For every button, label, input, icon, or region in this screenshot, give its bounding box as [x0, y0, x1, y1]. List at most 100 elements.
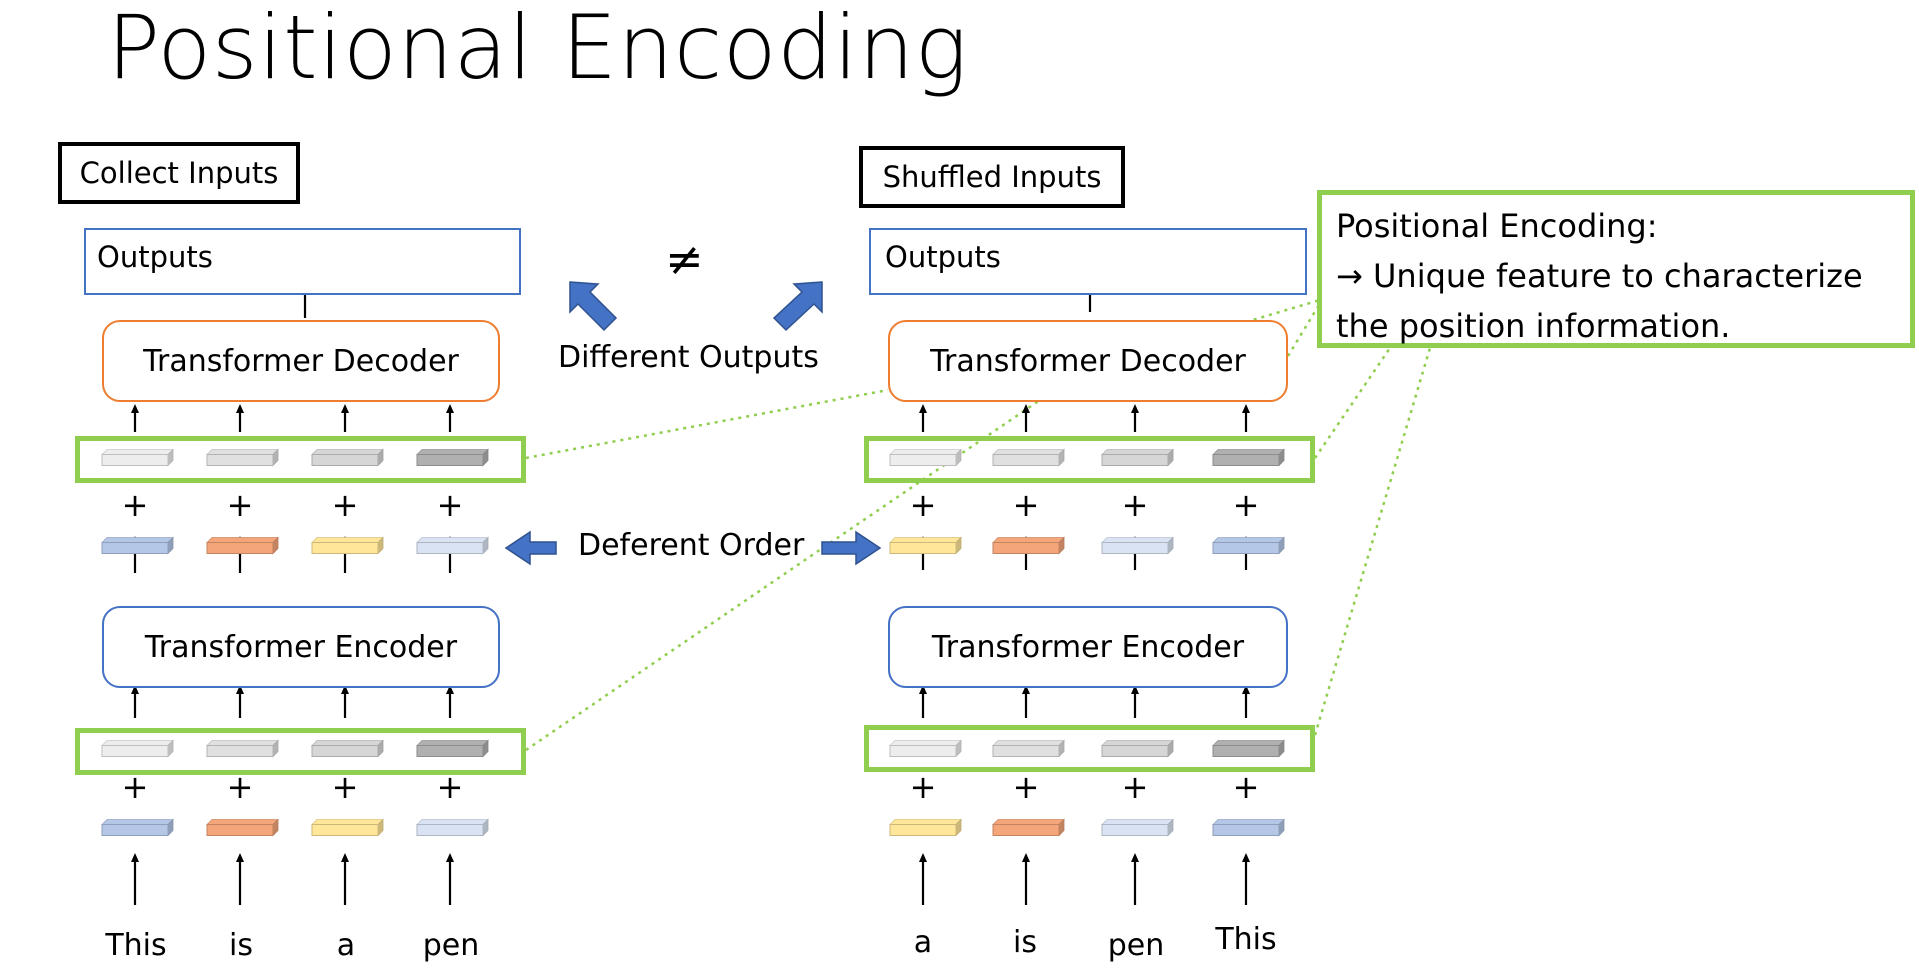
left-encoder-output-2	[206, 542, 274, 554]
note-line-1: Positional Encoding:	[1336, 207, 1658, 245]
right-lower-pos-encoding-2	[992, 745, 1060, 757]
right-encoder-output-1	[889, 542, 957, 554]
left-lower-pos-encoding-2	[206, 745, 274, 757]
right-upper-pos-encoding-3	[1101, 454, 1169, 466]
note-line-3: the position information.	[1336, 307, 1731, 345]
right-lower-pos-encoding-3	[1101, 745, 1169, 757]
right-plus-lower-4: +	[1233, 768, 1260, 806]
positional-encoding-note: Positional Encoding: → Unique feature to…	[1317, 190, 1915, 348]
right-input-embedding-4	[1212, 824, 1280, 836]
right-input-embedding-3-top	[1101, 819, 1174, 825]
different-order-label: Deferent Order	[578, 528, 805, 563]
right-input-embedding-2	[992, 824, 1060, 836]
collect-inputs-label: Collect Inputs	[58, 142, 300, 204]
left-input-embedding-3-top	[311, 819, 384, 825]
note-line-2: → Unique feature to characterize	[1336, 257, 1863, 295]
right-encoder-output-4	[1212, 542, 1280, 554]
right-lower-pos-encoding-4	[1212, 745, 1280, 757]
left-input-embedding-2-top	[206, 819, 279, 825]
right-encoder-output-2	[992, 542, 1060, 554]
left-lower-pos-encoding-4	[416, 745, 484, 757]
right-outputs-box	[869, 228, 1307, 295]
left-input-embedding-1	[101, 824, 169, 836]
outputs-arrow-right	[772, 281, 823, 332]
left-input-embedding-1-top	[101, 819, 174, 825]
left-upper-pos-encoding-3	[311, 454, 379, 466]
right-plus-lower-2: +	[1013, 768, 1040, 806]
left-encoder-output-3-top	[311, 537, 384, 543]
right-input-embedding-3	[1101, 824, 1169, 836]
left-input-embedding-2	[206, 824, 274, 836]
right-plus-upper-3: +	[1122, 486, 1149, 524]
left-lower-positional-box	[75, 728, 526, 775]
not-equal-sign: ≠	[665, 232, 704, 286]
left-upper-positional-box	[75, 436, 526, 483]
left-lower-pos-encoding-1	[101, 745, 169, 757]
right-encoder-output-3	[1101, 542, 1169, 554]
right-transformer-encoder: Transformer Encoder	[888, 606, 1288, 688]
right-upper-pos-encoding-1	[889, 454, 957, 466]
right-plus-lower-3: +	[1122, 768, 1149, 806]
right-upper-pos-encoding-2	[992, 454, 1060, 466]
order-arrow-left	[504, 530, 557, 566]
connector-right-decoder	[1245, 298, 1321, 324]
right-input-embedding-2-top	[992, 819, 1065, 825]
right-input-embedding-1-top	[889, 819, 962, 825]
left-input-embedding-4	[416, 824, 484, 836]
left-upper-pos-encoding-1	[101, 454, 169, 466]
right-upper-pos-encoding-4	[1212, 454, 1280, 466]
left-plus-upper-4: +	[437, 486, 464, 524]
right-word-2: is	[1013, 925, 1037, 960]
left-input-embedding-4-top	[416, 819, 489, 825]
connector-right-lower	[1313, 347, 1432, 736]
left-word-4: pen	[422, 928, 480, 963]
left-encoder-output-4	[416, 542, 484, 554]
connector-right-upper	[1313, 347, 1392, 459]
left-encoder-output-1	[101, 542, 169, 554]
left-plus-upper-1: +	[122, 486, 149, 524]
connector-right-decoder-2	[1286, 299, 1324, 357]
connector-left-upper	[525, 388, 889, 460]
right-encoder-output-1-top	[889, 537, 962, 543]
shuffled-inputs-label: Shuffled Inputs	[859, 146, 1125, 208]
left-encoder-output-2-top	[206, 537, 279, 543]
right-encoder-output-3-top	[1101, 537, 1174, 543]
left-plus-upper-3: +	[332, 486, 359, 524]
left-upper-pos-encoding-4	[416, 454, 484, 466]
right-lower-positional-box	[864, 725, 1315, 772]
right-upper-positional-box	[864, 436, 1315, 483]
right-outputs-label: Outputs	[885, 240, 1001, 274]
page-title: Positional Encoding	[107, 0, 968, 99]
left-encoder-output-1-top	[101, 537, 174, 543]
right-encoder-output-2-top	[992, 537, 1065, 543]
left-lower-pos-encoding-3	[311, 745, 379, 757]
right-plus-upper-1: +	[910, 486, 937, 524]
right-plus-upper-2: +	[1013, 486, 1040, 524]
order-arrow-right	[821, 530, 882, 566]
right-lower-pos-encoding-1	[889, 745, 957, 757]
left-encoder-output-4-top	[416, 537, 489, 543]
right-word-3: pen	[1107, 928, 1165, 963]
left-plus-upper-2: +	[227, 486, 254, 524]
right-word-4: This	[1215, 922, 1277, 957]
right-input-embedding-1	[889, 824, 957, 836]
right-input-embedding-4-top	[1212, 819, 1285, 825]
left-outputs-box	[84, 228, 521, 295]
left-outputs-label: Outputs	[97, 240, 213, 274]
right-plus-lower-1: +	[910, 768, 937, 806]
right-encoder-output-4-top	[1212, 537, 1285, 543]
right-transformer-decoder: Transformer Decoder	[888, 320, 1288, 402]
left-transformer-encoder: Transformer Encoder	[102, 606, 500, 688]
left-encoder-output-3	[311, 542, 379, 554]
left-upper-pos-encoding-2	[206, 454, 274, 466]
left-word-2: is	[229, 928, 253, 963]
different-outputs-label: Different Outputs	[558, 340, 819, 375]
right-word-1: a	[913, 925, 933, 960]
left-input-embedding-3	[311, 824, 379, 836]
outputs-arrow-left	[569, 281, 618, 332]
left-word-3: a	[336, 928, 356, 963]
right-plus-upper-4: +	[1233, 486, 1260, 524]
left-transformer-decoder: Transformer Decoder	[102, 320, 500, 402]
